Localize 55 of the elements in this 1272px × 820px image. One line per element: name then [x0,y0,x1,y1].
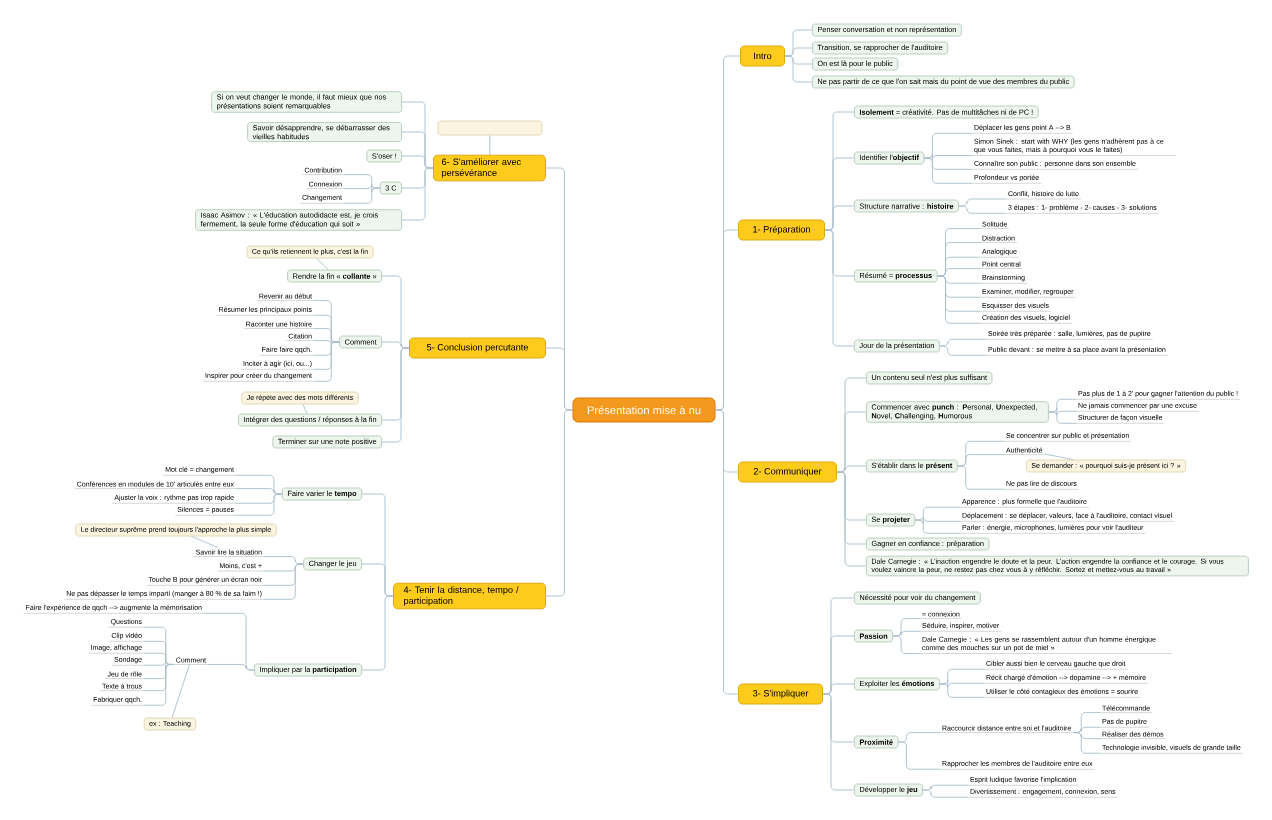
connector-line [313,337,340,345]
connector-line [897,741,941,770]
connector-line [822,683,855,695]
connector-line [302,403,308,415]
connector-line [939,338,987,347]
connector-line [958,205,1007,214]
connector-line [361,595,394,671]
connector-line [957,465,1005,490]
connector-line [923,153,973,160]
connector-line [343,174,381,189]
connector-line [1072,732,1101,754]
connector-line [939,345,987,356]
connector-line [897,732,941,743]
connector-line [939,679,985,688]
connector-line [914,506,961,521]
connector-line [923,157,973,184]
connector-line [1048,411,1077,424]
connector-line [892,635,921,654]
connector-line [316,257,329,271]
connector-line [784,47,813,57]
connector-line [401,167,434,221]
connector-line [235,488,283,495]
connector-line [361,563,394,597]
connector-line [937,268,981,277]
connector-line [1048,407,1077,416]
connector-line [892,630,921,637]
connector-line [143,664,175,706]
connector-line [922,789,969,798]
connector-line [190,535,219,548]
note-box [437,120,543,136]
connector-line [381,347,410,443]
connector-line [263,556,304,565]
connector-line [207,664,255,671]
connector-line [824,205,855,231]
connector-line [489,134,491,156]
connector-line [939,683,985,698]
connector-line [922,784,969,791]
connector-line [715,409,739,695]
connector-line [822,693,855,791]
connector-line [937,275,981,324]
connector-line [715,229,739,411]
connector-line [401,155,434,169]
connector-line [313,341,340,382]
connector-line [836,471,867,567]
connector-line [958,198,1007,207]
connector-line [784,55,813,83]
connector-line [171,664,190,719]
connector-line [914,519,961,534]
connector-line [263,563,304,600]
connector-line [957,454,1005,467]
connector-line [235,493,283,516]
connector-line [824,229,855,347]
connector-line [381,341,410,349]
connector-line [343,187,381,204]
connector-line [1044,453,1074,461]
